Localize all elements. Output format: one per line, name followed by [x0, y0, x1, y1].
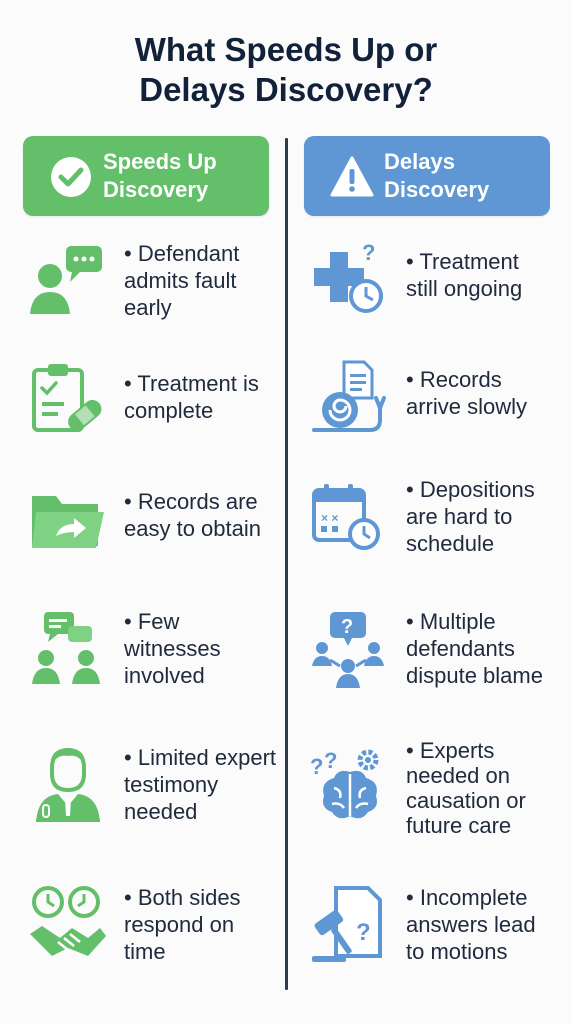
- item-text-line: Defendant: [124, 240, 240, 267]
- expert-person-icon: [36, 747, 100, 822]
- item-text-line: respond on: [124, 912, 235, 937]
- item-text-line: to motions: [406, 939, 508, 964]
- svg-text:× ×: × ×: [321, 511, 338, 525]
- item-text-line: future care: [406, 813, 512, 838]
- clocks-handshake-icon: [30, 886, 106, 956]
- snail-document-icon: [312, 360, 386, 432]
- clipboard-bandage-icon: [32, 364, 102, 432]
- item-text: Treatment is complete: [124, 370, 259, 424]
- item-text-line: arrive slowly: [406, 394, 528, 419]
- item-text-line: needed: [124, 799, 198, 824]
- item-text: Experts needed on causation or future ca…: [406, 738, 526, 838]
- item-text-line: Few: [124, 608, 221, 635]
- item-text-line: involved: [124, 663, 205, 688]
- speeds-up-heading-line-1: Speeds Up: [103, 149, 217, 174]
- delays-heading-line-2: Discovery: [384, 177, 490, 202]
- delays-header: Delays Discovery: [304, 136, 550, 216]
- item-text-line: Treatment: [406, 248, 522, 275]
- warning-triangle-icon: [330, 156, 374, 197]
- item-text-line: witnesses: [124, 636, 221, 661]
- item-text-line: defendants: [406, 636, 515, 661]
- column-divider: [285, 138, 288, 990]
- item-text: Few witnesses involved: [124, 608, 221, 689]
- item-text: Treatment still ongoing: [406, 248, 522, 302]
- item-text: Records arrive slowly: [406, 366, 527, 420]
- item-text: Incomplete answers lead to motions: [406, 884, 536, 965]
- item-text-line: complete: [124, 398, 214, 423]
- item-text: Limited expert testimony needed: [124, 744, 276, 825]
- item-text-line: schedule: [406, 531, 495, 556]
- item-text-line: time: [124, 939, 166, 964]
- speeds-up-heading-line-2: Discovery: [103, 177, 209, 202]
- item-text-line: Treatment is: [124, 370, 258, 397]
- item-text-line: dispute blame: [406, 663, 543, 688]
- item-text: Records are easy to obtain: [124, 488, 261, 542]
- medical-cross-clock-icon: ?: [314, 240, 383, 313]
- item-text-line: Incomplete: [406, 884, 536, 911]
- item-text: Defendant admits fault early: [124, 240, 239, 321]
- speeds-up-header: Speeds Up Discovery: [23, 136, 269, 216]
- item-text-line: Multiple: [406, 608, 543, 635]
- page-title-line-1: What Speeds Up or: [134, 31, 438, 68]
- calendar-clock-icon: × ×: [312, 484, 380, 550]
- item-text-line: are hard to: [406, 504, 513, 529]
- item-text-line: Depositions: [406, 476, 535, 503]
- item-text: Both sides respond on time: [124, 884, 241, 965]
- item-text-line: still ongoing: [406, 276, 523, 301]
- item-text-line: Experts: [406, 738, 526, 763]
- delays-heading-line-1: Delays: [384, 149, 455, 174]
- page-title: What Speeds Up or Delays Discovery?: [0, 30, 572, 110]
- check-circle-icon: [51, 157, 91, 197]
- folder-arrow-icon: [32, 496, 104, 548]
- speeds-up-heading: Speeds Up Discovery: [103, 148, 217, 204]
- svg-text:?: ?: [324, 748, 337, 773]
- item-text-line: Records are: [124, 488, 261, 515]
- brain-gear-question-icon: ? ?: [310, 748, 379, 819]
- item-text: Depositions are hard to schedule: [406, 476, 535, 557]
- item-text-line: Records: [406, 366, 527, 393]
- item-text-line: causation or: [406, 788, 526, 813]
- two-people-chat-icon: [32, 612, 100, 684]
- item-text: Multiple defendants dispute blame: [406, 608, 543, 689]
- item-text-line: early: [124, 295, 172, 320]
- svg-text:?: ?: [310, 754, 323, 779]
- item-text-line: easy to obtain: [124, 516, 261, 541]
- svg-text:?: ?: [356, 919, 371, 946]
- item-text-line: Limited expert: [124, 744, 276, 771]
- gavel-document-question-icon: ?: [312, 886, 382, 962]
- item-text-line: answers lead: [406, 912, 536, 937]
- item-text-line: testimony: [124, 772, 219, 797]
- item-text-line: needed on: [406, 763, 510, 788]
- delays-heading: Delays Discovery: [384, 148, 489, 204]
- svg-text:?: ?: [362, 240, 375, 265]
- page-title-line-2: Delays Discovery?: [139, 71, 433, 108]
- item-text-line: admits fault: [124, 268, 237, 293]
- item-text-line: Both sides: [124, 884, 241, 911]
- group-question-icon: ?: [312, 612, 384, 688]
- svg-text:?: ?: [341, 616, 353, 638]
- person-speech-bubble-icon: [30, 246, 102, 314]
